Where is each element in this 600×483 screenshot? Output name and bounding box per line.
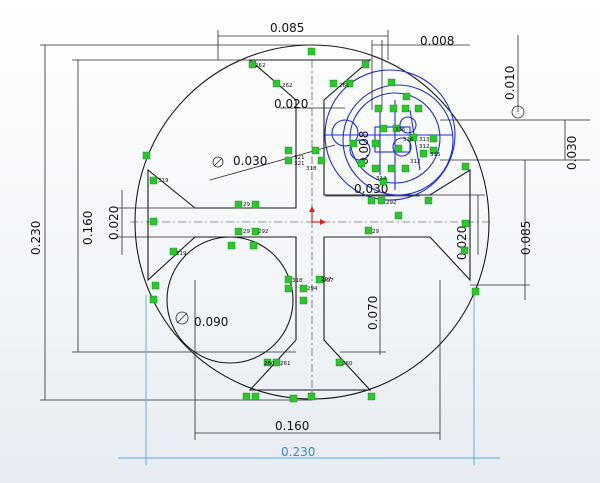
svg-text:29: 29: [243, 229, 250, 235]
dim-left-160[interactable]: 0.160: [81, 211, 95, 245]
svg-text:315: 315: [430, 152, 441, 158]
dim-bottom-230[interactable]: 0.230: [281, 445, 315, 459]
svg-text:262: 262: [255, 63, 266, 69]
svg-text:319: 319: [158, 178, 169, 184]
blue-circle-2: [342, 84, 454, 196]
svg-text:260: 260: [264, 361, 275, 367]
svg-text:321: 321: [294, 155, 305, 161]
svg-text:294: 294: [307, 286, 318, 292]
svg-text:260: 260: [342, 361, 353, 367]
dim-dia-090[interactable]: 0.090: [194, 315, 228, 329]
svg-text:297: 297: [321, 277, 332, 283]
svg-text:29: 29: [243, 202, 250, 208]
dim-left-230[interactable]: 0.230: [29, 221, 43, 255]
blue-small-right: [392, 137, 412, 157]
svg-text:316: 316: [403, 137, 414, 143]
blue-small-left: [331, 119, 359, 147]
dim-dia-030[interactable]: 0.030: [233, 154, 267, 168]
bottom-left-circle[interactable]: [166, 236, 294, 364]
dim-mid-030[interactable]: 0.030: [354, 182, 388, 196]
svg-text:297: 297: [323, 278, 334, 284]
svg-text:219: 219: [176, 251, 187, 257]
svg-text:312: 312: [410, 159, 421, 165]
svg-text:318: 318: [292, 278, 303, 284]
svg-text:313: 313: [419, 137, 430, 143]
svg-text:261: 261: [339, 83, 350, 89]
dim-bottom-160[interactable]: 0.160: [275, 419, 309, 433]
svg-text:292: 292: [258, 229, 269, 235]
dim-left-020[interactable]: 0.020: [107, 206, 121, 240]
dim-top-width[interactable]: 0.085: [270, 21, 304, 35]
svg-text:318: 318: [306, 166, 317, 172]
svg-text:314: 314: [376, 176, 387, 182]
relation-labels: 262 262 261 297 321 316 318 316 315 313 …: [158, 63, 441, 367]
svg-text:321: 321: [294, 161, 305, 167]
svg-text:262: 262: [282, 83, 293, 89]
relation-badges: [142, 47, 480, 403]
dim-right-030[interactable]: 0.030: [565, 136, 579, 170]
dim-top-offset[interactable]: 0.008: [420, 34, 454, 48]
svg-text:316: 316: [395, 127, 406, 133]
dim-right-020[interactable]: 0.020: [455, 226, 469, 260]
dim-right-085[interactable]: 0.085: [519, 221, 533, 255]
origin-icon: [309, 206, 326, 225]
dim-center-070[interactable]: 0.070: [366, 296, 380, 330]
dim-inner-020[interactable]: 0.020: [274, 97, 308, 111]
svg-text:312: 312: [419, 144, 430, 150]
dim-top-dia[interactable]: 0.010: [503, 66, 517, 100]
svg-text:29: 29: [372, 229, 379, 235]
svg-text:261: 261: [280, 361, 291, 367]
dim-blue-008[interactable]: 0.008: [357, 131, 371, 165]
svg-text:292: 292: [386, 200, 397, 206]
